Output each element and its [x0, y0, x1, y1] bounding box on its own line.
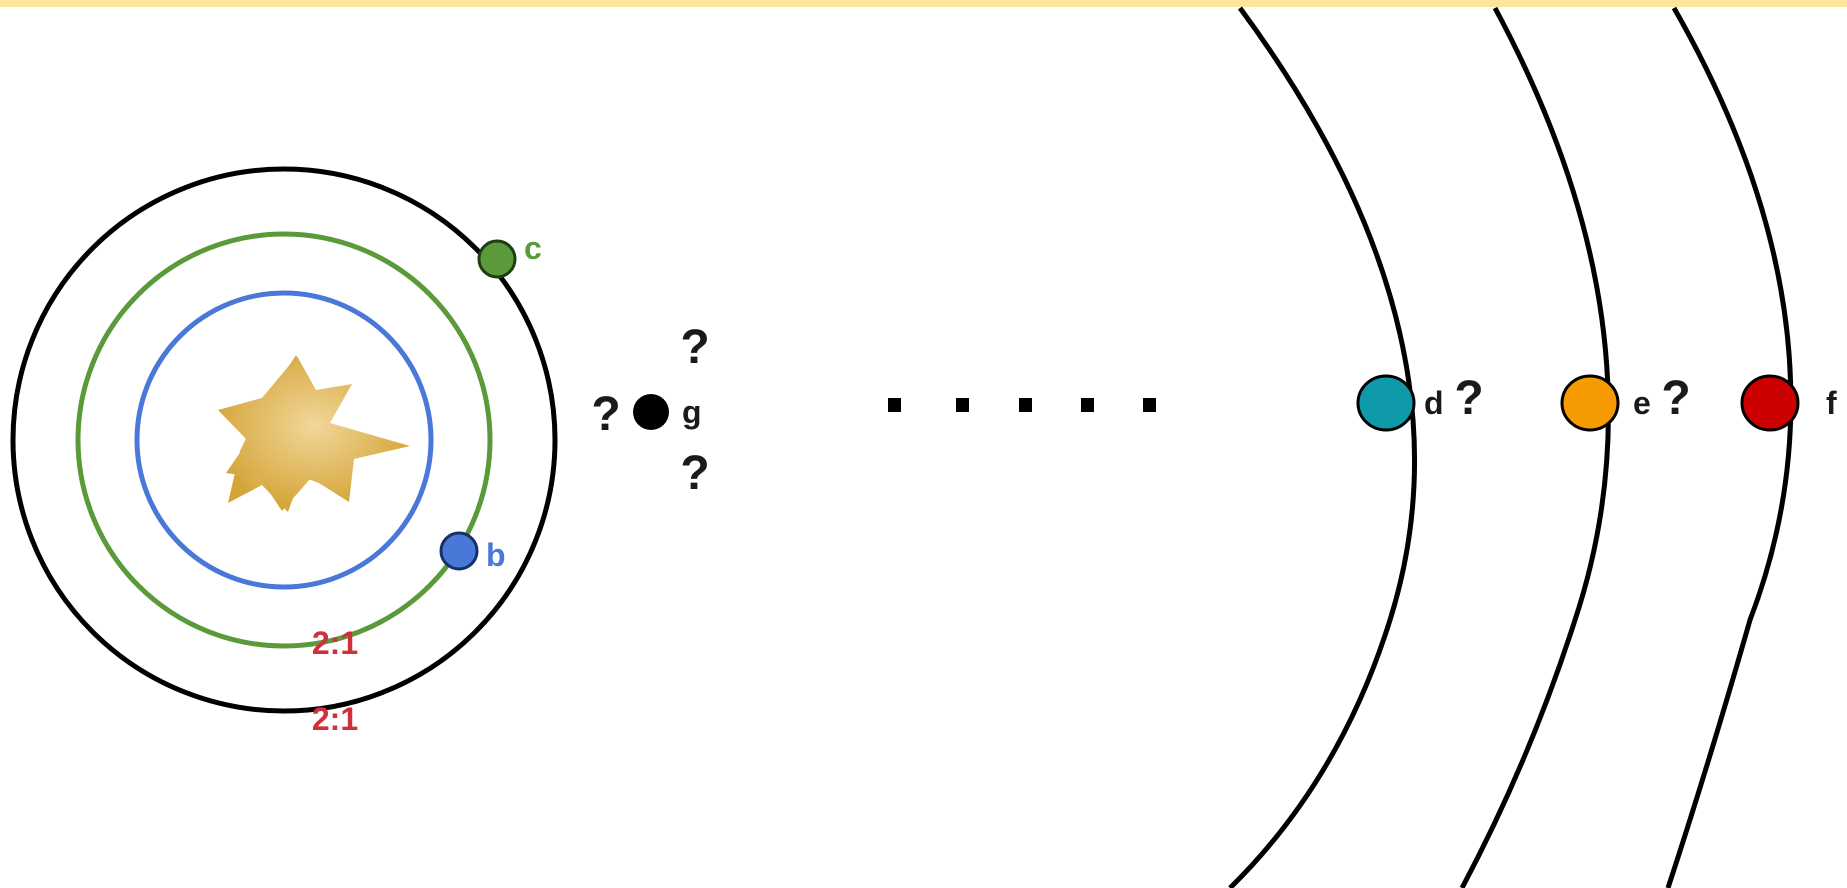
planet-b — [439, 531, 479, 571]
star-icon — [218, 356, 410, 511]
orbit-c — [75, 231, 493, 649]
planet-label-e: e — [1633, 385, 1651, 421]
orbit-f — [1665, 6, 1794, 888]
ellipsis-dot — [956, 398, 969, 412]
ellipsis-dot — [1081, 398, 1094, 412]
ellipsis-dot — [1019, 398, 1032, 412]
planet-label-d: d — [1424, 385, 1444, 421]
orbit-b — [134, 290, 434, 590]
ratio-label-inner: 2:1 — [312, 625, 358, 661]
orbit-g — [10, 166, 558, 714]
question-mark-d: ? — [1454, 372, 1483, 425]
top-band — [0, 0, 1847, 7]
ellipsis-dot — [888, 398, 901, 412]
planet-d — [1356, 374, 1416, 432]
question-mark-g-bottom: ? — [680, 447, 709, 500]
planet-label-f: f — [1826, 385, 1837, 421]
planet-e — [1560, 374, 1620, 432]
planet-label-c: c — [524, 230, 542, 266]
planet-c — [477, 239, 517, 279]
question-mark-e: ? — [1661, 372, 1690, 425]
orbit-d — [1228, 6, 1417, 888]
question-mark-g-top: ? — [680, 321, 709, 374]
planet-label-g: g — [682, 394, 702, 430]
ellipsis — [888, 398, 1156, 412]
question-mark-g-left: ? — [591, 388, 620, 441]
ellipsis-dot — [1143, 398, 1156, 412]
ratio-label-outer: 2:1 — [312, 701, 358, 737]
planet-g — [633, 394, 669, 430]
orbit-e — [1459, 6, 1611, 888]
planet-f — [1740, 374, 1800, 432]
planet-label-b: b — [486, 537, 506, 573]
